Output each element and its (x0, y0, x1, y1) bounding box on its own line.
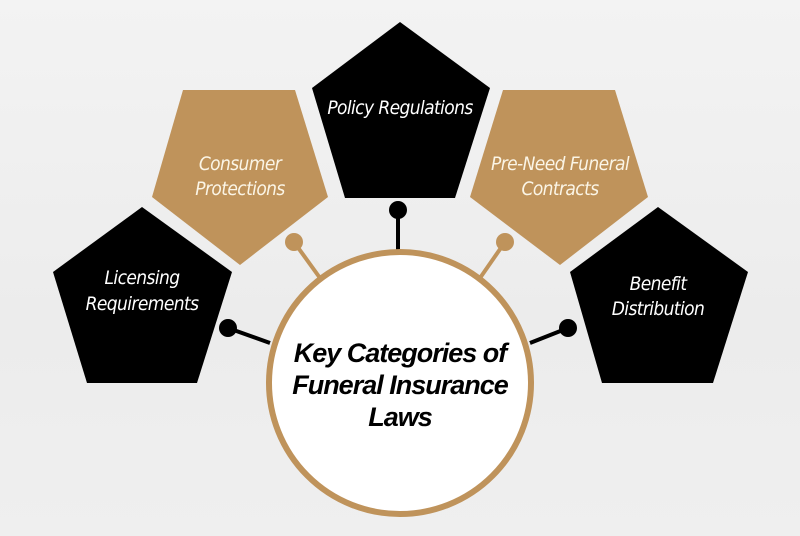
connector-knob-licensing (219, 319, 237, 337)
pentagon-preneed (470, 90, 648, 265)
node-label-line: Benefit (630, 273, 689, 295)
node-label-line: Contracts (521, 178, 599, 200)
node-policy: Policy Regulations (312, 22, 490, 198)
node-label-line: Protections (195, 178, 285, 200)
node-label-line: Pre-Need Funeral (491, 153, 630, 175)
node-consumer: Consumer Protections (152, 90, 328, 265)
node-preneed: Pre-Need Funeral Contracts (470, 90, 648, 265)
connector-knob-policy (389, 201, 407, 219)
pentagon-consumer (152, 90, 328, 265)
center-circle (266, 249, 534, 517)
pentagon-benefit (570, 207, 748, 383)
node-benefit: Benefit Distribution (570, 207, 748, 383)
connectors (219, 201, 577, 345)
node-label-line: Requirements (86, 293, 199, 315)
connector-knob-consumer (285, 233, 303, 251)
connector-knob-preneed (496, 233, 514, 251)
pentagon-policy (312, 22, 490, 198)
node-licensing: Licensing Requirements (53, 207, 232, 383)
center-title-line: Funeral Insurance (292, 370, 509, 400)
pentagon-licensing (53, 207, 232, 383)
center-title-line: Laws (368, 402, 433, 432)
connector-knob-benefit (559, 319, 577, 337)
center-hub: Key Categories of Funeral Insurance Laws (266, 249, 534, 517)
node-label-line: Licensing (105, 267, 181, 289)
node-label-line: Policy Regulations (327, 97, 473, 119)
node-label-line: Consumer (199, 153, 283, 175)
center-title-line: Key Categories of (294, 338, 511, 368)
node-label-line: Distribution (612, 298, 705, 320)
